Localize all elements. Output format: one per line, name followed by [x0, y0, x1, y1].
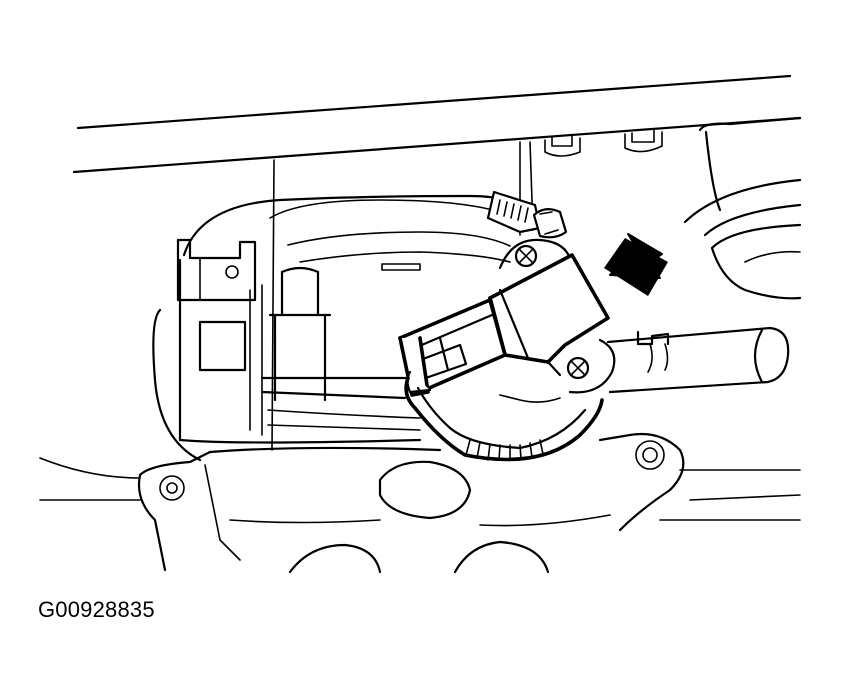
- connector-clip: [486, 190, 568, 239]
- figure-id-label: G00928835: [38, 597, 155, 622]
- top-bolts: [544, 129, 663, 157]
- lower-housing: [39, 432, 801, 574]
- arrow-indicator-icon: [604, 233, 668, 296]
- middle-rails: [178, 376, 422, 444]
- left-housing: [152, 238, 263, 462]
- upper-panel-lines: [72, 74, 802, 451]
- sensor-flange: [498, 238, 616, 394]
- intake-pipe-right: [683, 116, 802, 300]
- wire-harness: [404, 376, 604, 462]
- throttle-position-sensor: [398, 253, 610, 397]
- side-hose: [606, 326, 790, 394]
- vertical-post: [268, 266, 332, 402]
